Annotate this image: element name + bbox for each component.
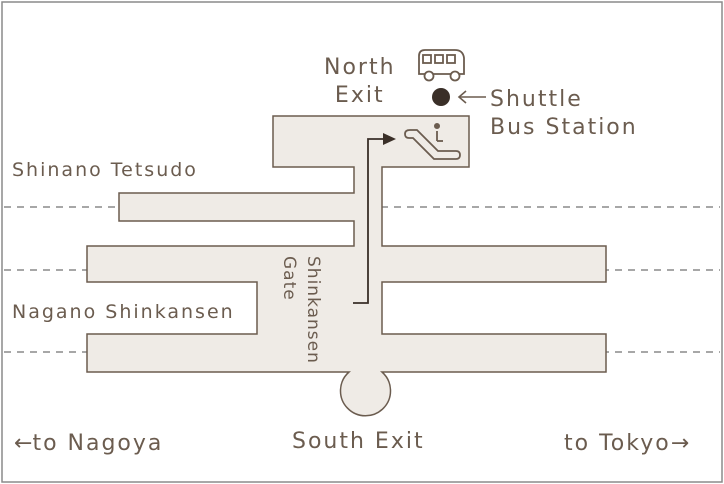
to-nagoya-direction: ←to Nagoya: [14, 433, 163, 455]
nagano-shinkansen-label: Nagano Shinkansen: [12, 301, 235, 323]
bus-icon: [418, 49, 465, 82]
to-tokyo-text: to Tokyo: [564, 431, 671, 456]
north-exit-line2: Exit: [334, 83, 385, 108]
shuttle-bus-marker: [432, 88, 450, 106]
shinano-tetsudo-label: Shinano Tetsudo: [12, 159, 198, 181]
station-building: [86, 115, 607, 417]
shuttle-line1: Shuttle: [490, 87, 583, 112]
shinkansen-gate-label-line1: Shinkansen: [303, 256, 323, 364]
left-arrow-icon: ←: [14, 431, 33, 456]
shuttle-pointer-arrow: [457, 90, 486, 104]
shinkansen-gate-label-line2: Gate: [279, 256, 299, 301]
right-arrow-icon: →: [670, 431, 690, 456]
to-tokyo-direction: to Tokyo→: [564, 433, 689, 455]
gate-route-line: [353, 138, 383, 304]
south-exit-label: South Exit: [292, 429, 425, 454]
shuttle-line2: Bus Station: [490, 115, 638, 140]
north-exit-label: North Exit: [324, 54, 396, 110]
north-exit-line1: North: [324, 55, 396, 80]
escalator-icon: [404, 123, 461, 160]
gate-route-arrowhead: [383, 133, 396, 145]
shuttle-bus-station-label: Shuttle Bus Station: [490, 86, 638, 142]
to-nagoya-text: to Nagoya: [32, 431, 164, 456]
